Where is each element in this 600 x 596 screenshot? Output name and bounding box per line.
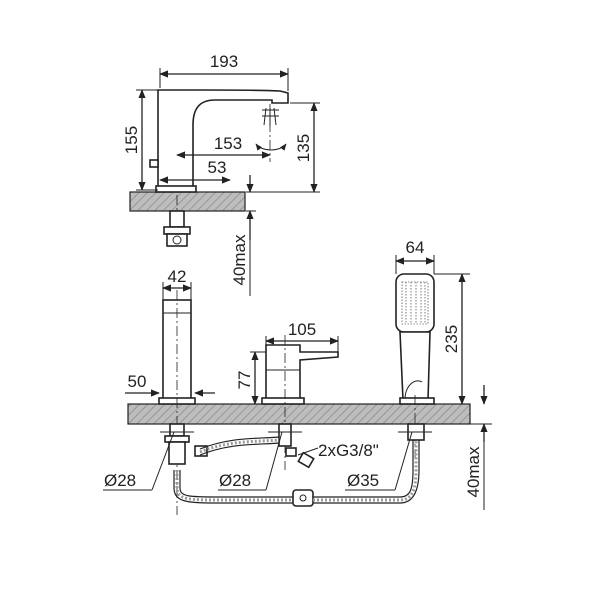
dim-193: 193 xyxy=(210,52,238,71)
top-connector xyxy=(166,233,188,247)
dim-40max-top: 40max xyxy=(230,234,249,286)
mixer-body xyxy=(265,344,339,403)
dim-64: 64 xyxy=(406,238,425,257)
dim-155: 155 xyxy=(122,126,141,154)
top-base-ring xyxy=(155,185,197,193)
hole-diameter-spout: Ø28 xyxy=(104,471,136,490)
dim-53: 53 xyxy=(208,158,227,177)
hole-diameter-shower: Ø35 xyxy=(347,471,379,490)
top-thread xyxy=(169,210,185,228)
top-faucet-view: 193 155 153 53 135 40max xyxy=(122,52,320,296)
dim-153: 153 xyxy=(214,134,242,153)
mixer-base xyxy=(261,397,305,405)
bottom-set-view: 42 50 105 77 64 235 40max Ø28 xyxy=(103,238,492,515)
top-deck xyxy=(129,191,246,212)
hole-diameter-mixer: Ø28 xyxy=(219,471,251,490)
hose-left xyxy=(199,438,280,454)
dim-135: 135 xyxy=(294,134,313,162)
spray-icon xyxy=(262,107,279,126)
shower-holder xyxy=(399,397,435,405)
shower-nozzle-grid xyxy=(401,281,429,325)
rotation-arrow-icon xyxy=(255,143,287,151)
hand-shower-handle xyxy=(399,331,431,401)
bottom-deck xyxy=(127,403,471,425)
dim-105: 105 xyxy=(288,320,316,339)
top-faucet-body xyxy=(157,89,289,191)
dim-42: 42 xyxy=(168,267,187,286)
dim-40max-bottom: 40max xyxy=(464,446,483,498)
connection-thread-label: 2xG3/8" xyxy=(318,441,379,460)
dim-77: 77 xyxy=(235,371,254,390)
dim-50: 50 xyxy=(128,372,147,391)
top-nut xyxy=(163,226,191,235)
top-lever xyxy=(149,159,159,168)
dim-235: 235 xyxy=(442,325,461,353)
hose-loop xyxy=(175,440,418,502)
